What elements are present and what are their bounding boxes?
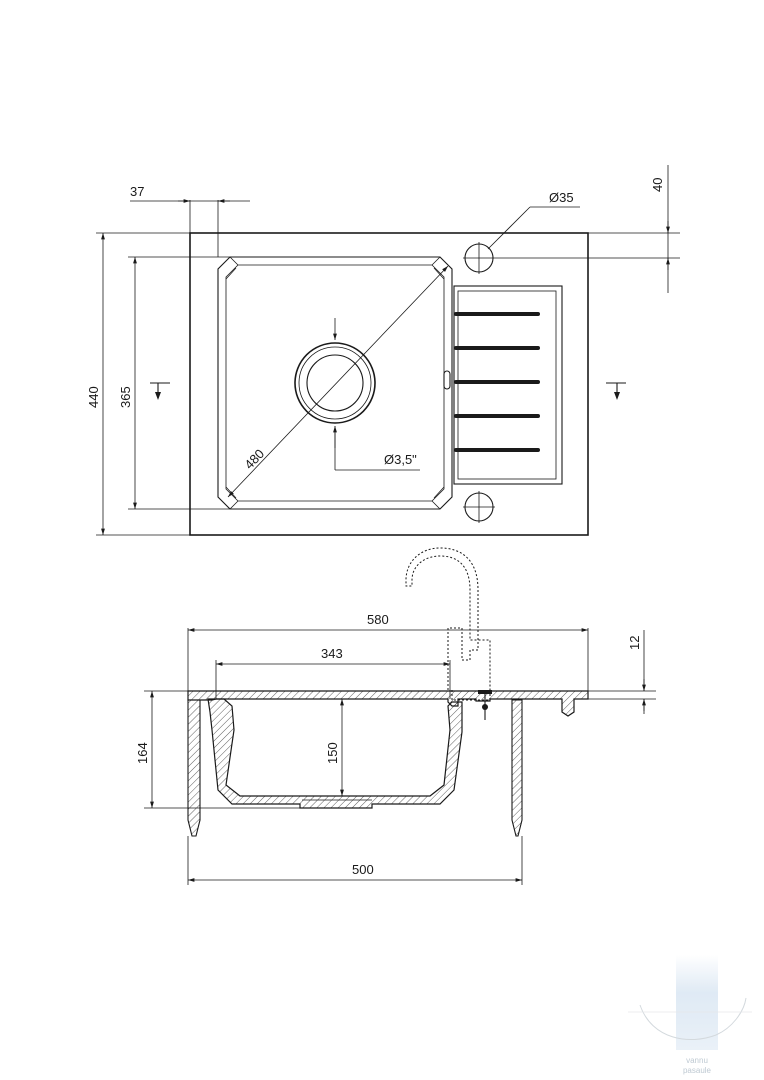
watermark-brand: vannu: [686, 1056, 708, 1065]
bowl-depth-label: 365: [118, 386, 133, 408]
overall-depth-label: 440: [86, 386, 101, 408]
cabinet-wall-left: [187, 699, 201, 837]
watermark-logo: vannu pasaule: [628, 955, 752, 1075]
overflow-slot: [443, 370, 451, 390]
drainer-grooves: [454, 312, 540, 452]
diagonal-label: 480: [241, 446, 267, 472]
diagonal-dimension-line: [227, 265, 449, 498]
cabinet-wall-right: [511, 699, 523, 837]
sink-deck-section: [187, 690, 589, 717]
tap-hole-diameter-label: Ø35: [549, 190, 574, 205]
tap-hole-top: [463, 242, 495, 274]
cabinet-width-label: 500: [352, 862, 374, 877]
total-height-label: 164: [135, 742, 150, 764]
tap-hole-offset-label: 40: [650, 178, 665, 192]
sink-outline: [189, 232, 589, 536]
tap-hole-bottom: [463, 491, 495, 523]
faucet-outline: [405, 547, 491, 701]
section-marker-right: [606, 382, 626, 400]
top-view: 480 Ø3,5" Ø35 37 40 440 365: [86, 165, 680, 536]
drain-diameter-label: Ø3,5": [384, 452, 417, 467]
rim-thickness-label: 12: [627, 636, 642, 650]
section-marker-left: [150, 382, 170, 400]
overall-width-label: 580: [367, 612, 389, 627]
rim-offset-label: 37: [130, 184, 144, 199]
section-view: 580 343 500 164 150 12: [135, 547, 656, 885]
svg-text:pasaule: pasaule: [683, 1066, 712, 1075]
drainer-board: [453, 285, 563, 485]
bowl-width-label: 343: [321, 646, 343, 661]
bowl-section: [207, 698, 463, 809]
bowl-height-label: 150: [325, 742, 340, 764]
